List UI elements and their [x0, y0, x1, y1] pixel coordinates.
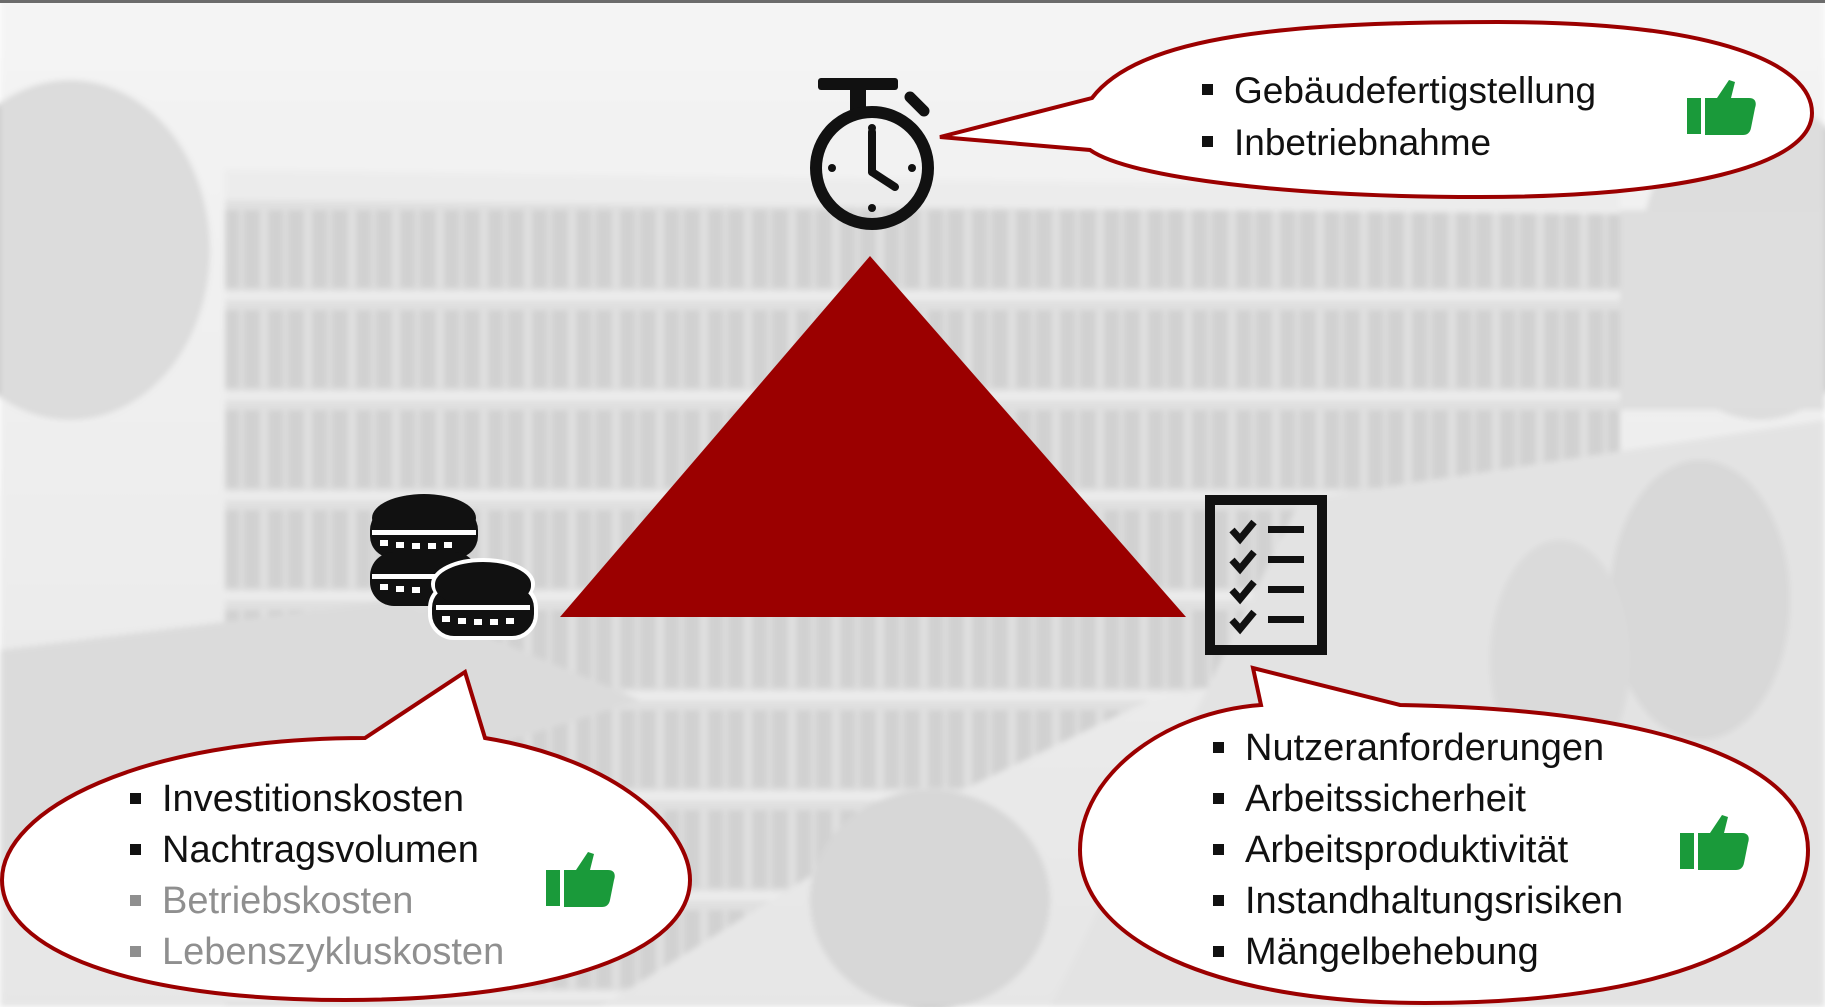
list-item: Instandhaltungsrisiken: [1211, 876, 1623, 927]
magic-triangle: [560, 256, 1186, 617]
list-item: Lebenszykluskosten: [128, 927, 504, 978]
checklist-icon: [1205, 495, 1327, 655]
thumbs-up-icon: [1687, 80, 1756, 135]
list-item: Mängelbehebung: [1211, 927, 1623, 978]
list-item: Investitionskosten: [128, 774, 504, 825]
stopwatch-icon: [810, 78, 934, 230]
list-item: Betriebskosten: [128, 876, 504, 927]
time-speech-bubble: [939, 19, 1815, 200]
list-item: Nutzeranforderungen: [1211, 723, 1623, 774]
thumbs-up-icon: [1680, 815, 1749, 870]
cost-speech-bubble: [0, 668, 693, 1003]
list-item: Arbeitssicherheit: [1211, 774, 1623, 825]
list-item: Arbeitsproduktivität: [1211, 825, 1623, 876]
time-criteria-list: Gebäudefertigstellung Inbetriebnahme: [1200, 65, 1596, 169]
list-item: Inbetriebnahme: [1200, 117, 1596, 169]
list-item: Gebäudefertigstellung: [1200, 65, 1596, 117]
cost-criteria-list: Investitionskosten Nachtragsvolumen Betr…: [128, 774, 504, 978]
thumbs-up-icon: [546, 852, 615, 907]
quality-speech-bubble: [1077, 665, 1811, 1006]
coins-stack-icon: [370, 494, 538, 640]
top-border-line: [0, 0, 1825, 3]
quality-criteria-list: Nutzeranforderungen Arbeitssicherheit Ar…: [1211, 723, 1623, 978]
list-item: Nachtragsvolumen: [128, 825, 504, 876]
